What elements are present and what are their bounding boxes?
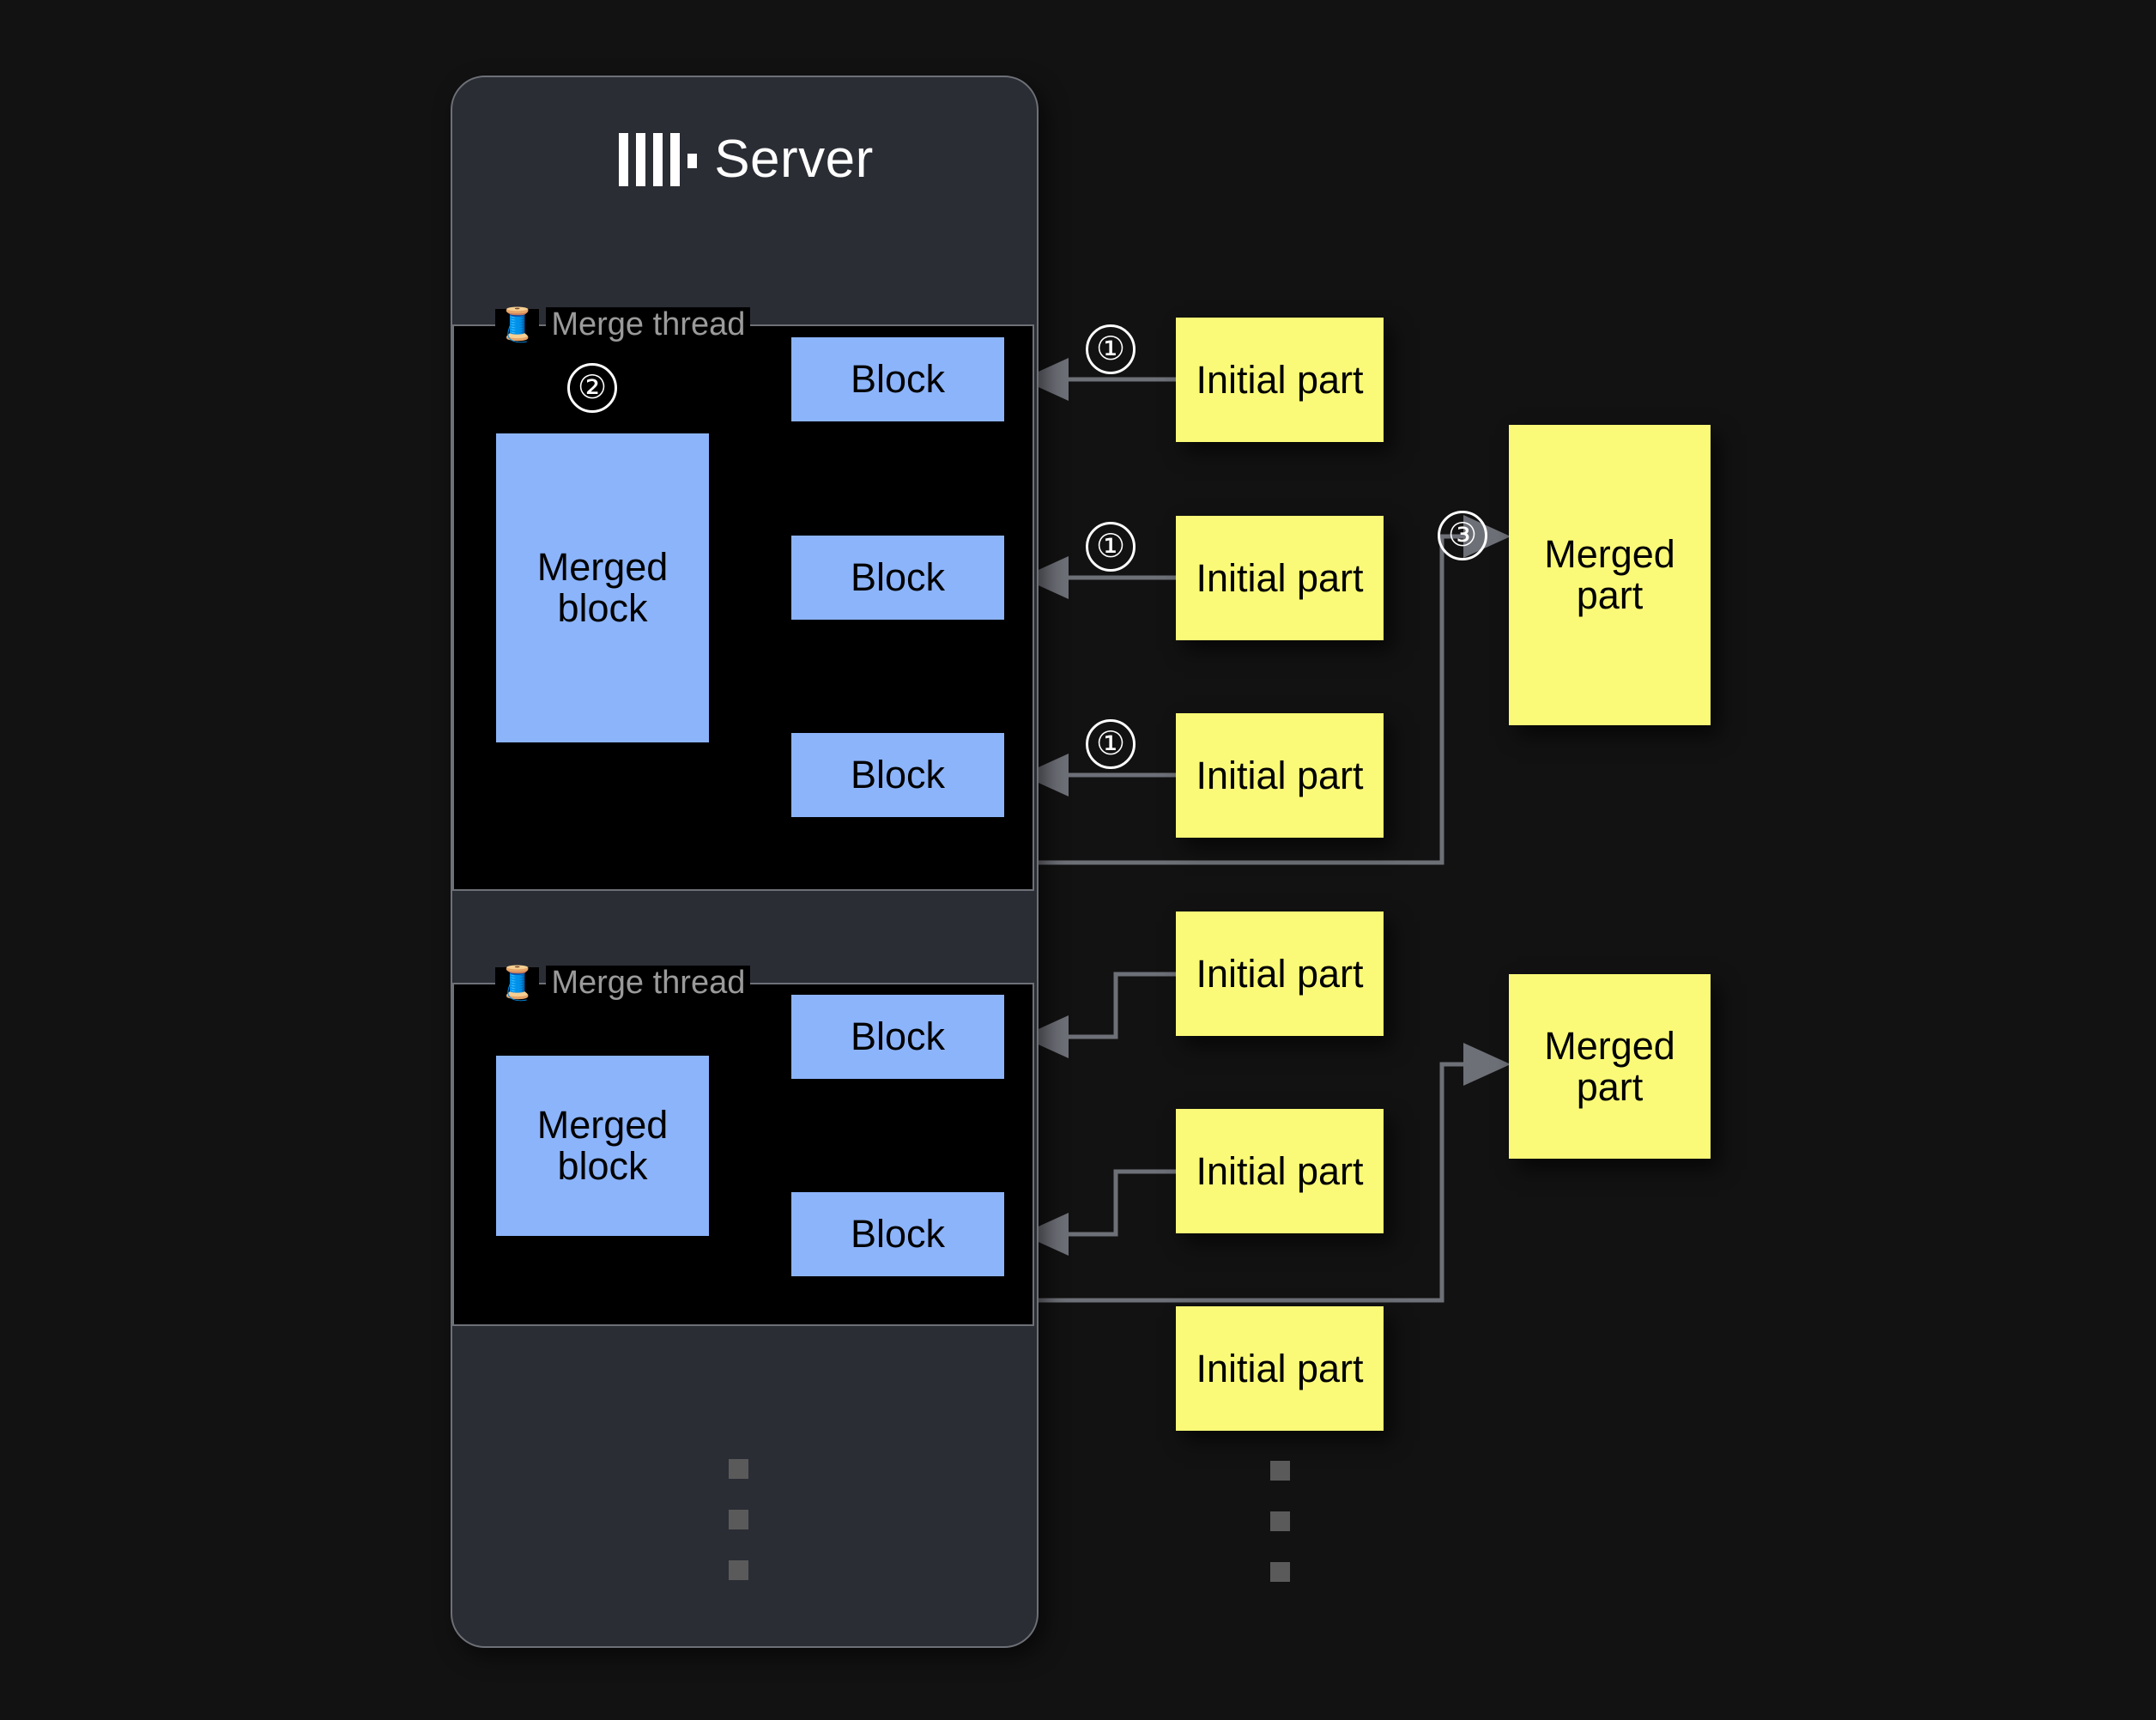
- initial-part-label: Initial part: [1196, 753, 1364, 797]
- step-marker-1c: ①: [1086, 719, 1136, 769]
- ellipsis-dot: [1270, 1511, 1290, 1531]
- step-marker-text: ③: [1447, 518, 1478, 554]
- step-marker-text: ①: [1095, 726, 1126, 762]
- initial-part-1: Initial part: [1176, 318, 1384, 442]
- merged-part-label: Merged part: [1544, 532, 1675, 617]
- ellipsis-dot: [1270, 1562, 1290, 1582]
- initial-part-5: Initial part: [1176, 1109, 1384, 1233]
- initial-part-label: Initial part: [1196, 1148, 1364, 1193]
- merged-part-1: Merged part: [1509, 425, 1711, 725]
- server-title-text: Server: [714, 130, 874, 189]
- block-label: Block: [850, 555, 946, 600]
- block-1-1: Block: [791, 337, 1004, 421]
- block-1-2: Block: [791, 536, 1004, 620]
- block-2-2: Block: [791, 1192, 1004, 1276]
- step-marker-text: ①: [1095, 529, 1126, 565]
- server-ellipsis: [729, 1459, 748, 1580]
- merged-block-1: Merged block: [496, 433, 709, 742]
- step-marker-1b: ①: [1086, 522, 1136, 572]
- merge-thread-1-label: 🧵 Merge thread: [495, 302, 759, 348]
- thread-spool-icon: 🧵: [495, 966, 540, 1002]
- initial-part-6: Initial part: [1176, 1306, 1384, 1431]
- block-2-1: Block: [791, 995, 1004, 1079]
- ellipsis-dot: [1270, 1461, 1290, 1481]
- initial-part-label: Initial part: [1196, 1346, 1364, 1390]
- merged-block-2-label: Merged block: [536, 1103, 669, 1188]
- merge-thread-2-label-text: Merge thread: [546, 965, 751, 1002]
- ellipsis-dot: [729, 1510, 748, 1529]
- block-label: Block: [850, 1212, 946, 1257]
- initial-part-3: Initial part: [1176, 713, 1384, 838]
- block-1-3: Block: [791, 733, 1004, 817]
- step-marker-text: ①: [1095, 331, 1126, 367]
- initial-part-4: Initial part: [1176, 911, 1384, 1036]
- server-title: Server: [452, 129, 1040, 199]
- merged-part-label: Merged part: [1544, 1023, 1675, 1109]
- step-marker-1a: ①: [1086, 324, 1136, 374]
- thread-spool-icon: 🧵: [495, 307, 540, 343]
- merge-thread-1-label-text: Merge thread: [546, 306, 751, 343]
- clickhouse-logo-icon: [619, 132, 698, 186]
- initial-part-2: Initial part: [1176, 516, 1384, 640]
- block-label: Block: [850, 1014, 946, 1059]
- step-marker-3: ③: [1438, 511, 1487, 560]
- merge-thread-2-label: 🧵 Merge thread: [495, 960, 759, 1007]
- block-label: Block: [850, 357, 946, 402]
- ellipsis-dot: [729, 1459, 748, 1479]
- merged-block-2: Merged block: [496, 1056, 709, 1236]
- step-marker-text: ②: [577, 370, 608, 406]
- parts-ellipsis: [1270, 1461, 1290, 1582]
- initial-part-label: Initial part: [1196, 357, 1364, 402]
- merged-block-1-label: Merged block: [536, 545, 669, 630]
- merged-part-2: Merged part: [1509, 974, 1711, 1159]
- step-marker-2: ②: [567, 363, 617, 413]
- ellipsis-dot: [729, 1560, 748, 1580]
- initial-part-label: Initial part: [1196, 555, 1364, 600]
- initial-part-label: Initial part: [1196, 951, 1364, 996]
- block-label: Block: [850, 753, 946, 797]
